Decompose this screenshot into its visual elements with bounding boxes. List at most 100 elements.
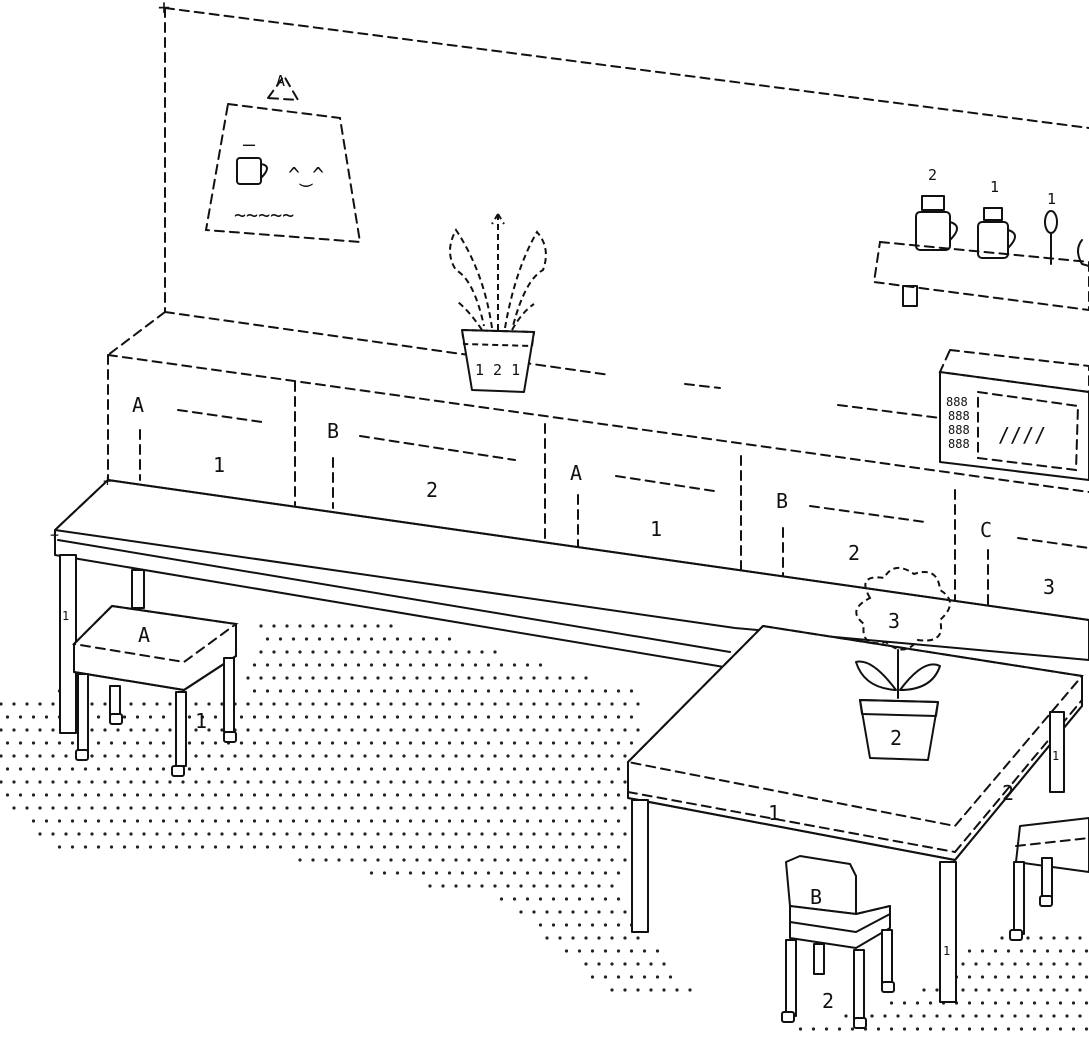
floor-dot bbox=[285, 806, 289, 810]
floor-dot bbox=[967, 949, 972, 953]
floor-dot bbox=[1006, 949, 1011, 953]
floor-dot bbox=[532, 910, 536, 914]
floor-dot bbox=[369, 819, 374, 823]
floor-dot bbox=[545, 858, 549, 862]
floor-dot bbox=[1065, 988, 1069, 992]
floor-dot bbox=[428, 832, 432, 836]
keypad-row: 888 bbox=[948, 437, 970, 451]
table-front-label: 1 bbox=[768, 801, 780, 825]
floor-dot bbox=[187, 793, 192, 797]
floor-dot bbox=[961, 962, 965, 966]
floor-dot bbox=[311, 780, 315, 784]
floor-dot bbox=[454, 650, 458, 654]
floor-dot bbox=[506, 884, 510, 888]
floor-dot bbox=[272, 806, 276, 810]
floor-dot bbox=[493, 858, 497, 862]
floor-dot bbox=[116, 806, 120, 810]
floor-dot bbox=[473, 793, 478, 797]
floor-dot bbox=[499, 871, 504, 875]
floor-dot bbox=[51, 728, 55, 732]
floor-dot bbox=[421, 741, 426, 745]
floor-dot bbox=[584, 936, 588, 940]
plant-pot-label: 1 2 1 bbox=[475, 361, 520, 379]
floor-dot bbox=[161, 793, 166, 797]
floor-dot bbox=[421, 663, 426, 667]
floor-dot bbox=[506, 728, 510, 732]
floor-dot bbox=[363, 676, 367, 680]
potted-plant: 1 2 1 bbox=[449, 213, 547, 393]
microwave: 888 888 888 888 //// bbox=[938, 348, 1089, 481]
floor-dot bbox=[434, 819, 439, 823]
floor-dot bbox=[64, 806, 68, 810]
floor-dot bbox=[564, 845, 569, 849]
floor-dot bbox=[564, 949, 569, 953]
floor-dot bbox=[603, 871, 608, 875]
floor-dot bbox=[558, 676, 562, 680]
floor-dot bbox=[480, 754, 484, 758]
floor-dot bbox=[506, 702, 510, 706]
floor-dot bbox=[239, 793, 244, 797]
floor-dot bbox=[330, 845, 335, 849]
floor-dot bbox=[980, 975, 985, 979]
floor-dot bbox=[473, 845, 478, 849]
floor-dot bbox=[337, 650, 341, 654]
poster-mark: – bbox=[243, 132, 256, 156]
floor-dot bbox=[532, 676, 536, 680]
floor-dot bbox=[116, 728, 120, 732]
floor-dot bbox=[272, 676, 276, 680]
floor-dot bbox=[571, 728, 575, 732]
floor-dot bbox=[512, 767, 517, 771]
floor-dot bbox=[460, 663, 465, 667]
floor-dot bbox=[252, 767, 257, 771]
floor-dot bbox=[428, 884, 432, 888]
floor-dot bbox=[590, 845, 595, 849]
floor-dot bbox=[616, 715, 621, 719]
keypad-row: 888 bbox=[946, 395, 968, 409]
floor-dot bbox=[376, 702, 380, 706]
floor-dot bbox=[1078, 936, 1082, 940]
floor-dot bbox=[844, 1014, 848, 1018]
floor-dot bbox=[161, 741, 166, 745]
stool-leg-label: 1 bbox=[195, 709, 207, 733]
floor-dot bbox=[662, 988, 666, 992]
floor-dot bbox=[148, 767, 153, 771]
floor-dot bbox=[421, 637, 426, 641]
floor-dot bbox=[148, 793, 153, 797]
floor-dot bbox=[298, 806, 302, 810]
floor-dot bbox=[382, 845, 387, 849]
floor-dot bbox=[31, 819, 36, 823]
floor-dot bbox=[603, 949, 608, 953]
floor-dot bbox=[122, 819, 127, 823]
floor-dot bbox=[168, 728, 172, 732]
floor-dot bbox=[493, 884, 497, 888]
floor-dot bbox=[850, 1027, 855, 1031]
floor-dot bbox=[499, 663, 504, 667]
floor-dot bbox=[551, 689, 556, 693]
svg-text:+: + bbox=[103, 472, 112, 490]
floor-dot bbox=[272, 780, 276, 784]
floor-dot bbox=[402, 676, 406, 680]
floor-dot bbox=[1078, 962, 1082, 966]
floor-dot bbox=[506, 832, 510, 836]
floor-dot bbox=[525, 663, 530, 667]
floor-dot bbox=[564, 819, 569, 823]
floor-dot bbox=[389, 676, 393, 680]
cabinet-letter: A bbox=[570, 461, 582, 485]
floor-dot bbox=[220, 754, 224, 758]
floor-dot bbox=[116, 832, 120, 836]
floor-dot bbox=[454, 780, 458, 784]
floor-dot bbox=[441, 858, 445, 862]
floor-dot bbox=[467, 832, 471, 836]
floor-dot bbox=[298, 754, 302, 758]
floor-dot bbox=[584, 858, 588, 862]
floor-dot bbox=[441, 780, 445, 784]
floor-dot bbox=[96, 715, 101, 719]
floor-dot bbox=[278, 819, 283, 823]
floor-dot bbox=[330, 637, 335, 641]
floor-dot bbox=[389, 858, 393, 862]
floor-dot bbox=[233, 832, 237, 836]
spoon-icon bbox=[1044, 210, 1058, 265]
floor-dot bbox=[317, 845, 322, 849]
chair-partial bbox=[1009, 817, 1089, 941]
floor-dot bbox=[421, 715, 426, 719]
